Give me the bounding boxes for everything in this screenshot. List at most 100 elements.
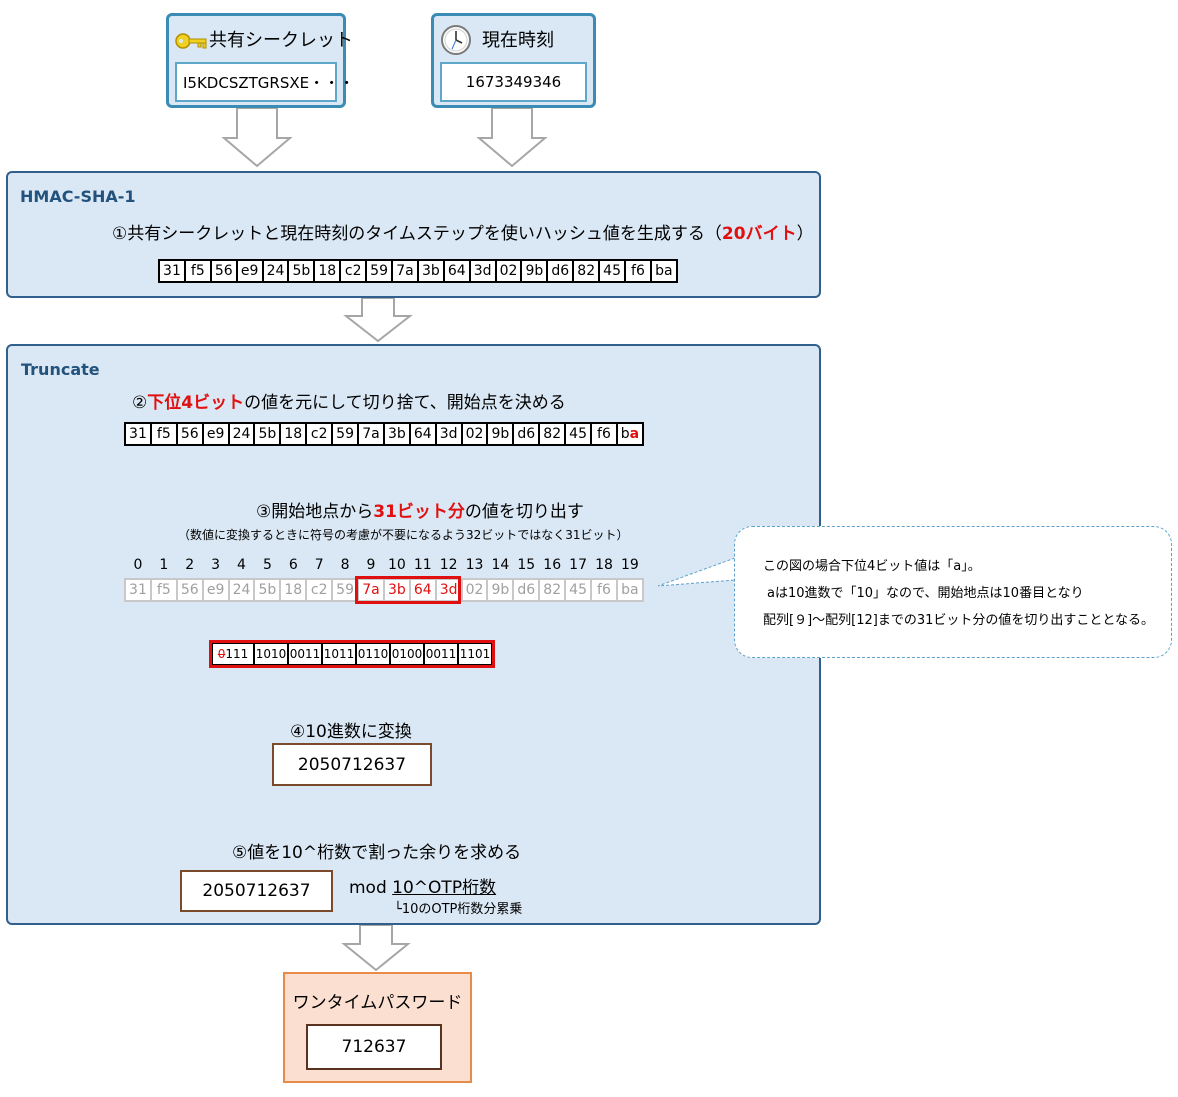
byte-cell: 31	[126, 424, 150, 444]
byte-cell: 5b	[255, 580, 280, 600]
selected-byte-cell: 7a	[359, 580, 383, 600]
byte-cell: 59	[333, 424, 358, 444]
index-label: 9	[366, 557, 376, 573]
byte-cell: c2	[341, 261, 366, 281]
byte-cell: 02	[496, 261, 521, 281]
index-label: 8	[340, 557, 350, 573]
hmac-panel: HMAC-SHA-1 ①共有シークレットと現在時刻のタイムステップを使いハッシュ…	[6, 171, 821, 298]
byte-cell: f6	[592, 580, 616, 600]
selected-byte-cell: 3d	[436, 580, 461, 600]
callout-bubble: この図の場合下位4ビット値は「a」。 aは10進数で「10」なので、開始地点は1…	[734, 526, 1172, 658]
bit-cell: 1010	[255, 644, 287, 664]
byte-cell: e9	[203, 424, 228, 444]
byte-cell: 3d	[436, 424, 461, 444]
byte-cell: 5b	[289, 261, 314, 281]
byte-cell: 7a	[393, 261, 417, 281]
selection-highlight	[355, 576, 461, 604]
step2-text: ②下位4ビットの値を元にして切り捨て、開始点を決める	[132, 393, 566, 413]
mod-value: 2050712637	[180, 870, 333, 912]
byte-cell: 02	[462, 424, 487, 444]
byte-cell: 7a	[359, 424, 383, 444]
index-label: 3	[211, 557, 221, 573]
byte-cell: 45	[566, 580, 591, 600]
current-time-value: 1673349346	[440, 62, 587, 102]
index-label: 2	[185, 557, 195, 573]
index-label: 15	[517, 557, 536, 573]
byte-cell: 59	[333, 580, 358, 600]
index-label: 4	[237, 557, 246, 573]
byte-cell: 18	[281, 580, 306, 600]
byte-cell: 24	[229, 580, 254, 600]
byte-cell: 45	[566, 424, 591, 444]
index-label: 7	[314, 557, 324, 573]
key-icon	[174, 30, 208, 56]
byte-cell: 3b	[384, 424, 409, 444]
byte-cell: 45	[600, 261, 625, 281]
callout-line-1: この図の場合下位4ビット値は「a」。	[763, 559, 981, 574]
byte-cell: 59	[367, 261, 392, 281]
byte-cell: 64	[444, 261, 469, 281]
byte-cell: 3b	[418, 261, 443, 281]
step3-text: ③開始地点から31ビット分の値を切り出す	[256, 502, 584, 522]
byte-cell: 3d	[470, 261, 495, 281]
bit-cell: 1101	[459, 644, 491, 664]
byte-cell: e9	[237, 261, 262, 281]
byte-cell: 24	[263, 261, 288, 281]
struck-bit: 0	[217, 647, 226, 661]
byte-cell: ba	[651, 261, 676, 281]
index-label: 11	[413, 557, 432, 573]
selected-byte-cell: 3b	[384, 580, 409, 600]
byte-cell: 64	[410, 424, 435, 444]
byte-cell: 9b	[488, 580, 513, 600]
index-label: 6	[288, 557, 298, 573]
index-label: 1	[159, 557, 169, 573]
index-row: 0 1 2 3 4 5 6 7 8 9 10 11 12 13 14 15 16…	[126, 557, 642, 573]
byte-cell: 02	[462, 580, 487, 600]
step1-text: ①共有シークレットと現在時刻のタイムステップを使いハッシュ値を生成する（20バイ…	[112, 224, 814, 244]
index-label: 18	[595, 557, 613, 573]
byte-cell: c2	[307, 580, 332, 600]
step2-byte-row: 31 f5 56 e9 24 5b 18 c2 59 7a 3b 64 3d 0…	[124, 422, 644, 446]
byte-cell: 82	[540, 580, 565, 600]
index-label: 5	[262, 557, 272, 573]
byte-cell: 31	[160, 261, 184, 281]
callout-line-3: 配列[９]～配列[12]までの31ビット分の値を切り出すこととなる。	[763, 613, 1154, 628]
byte-cell: 9b	[522, 261, 547, 281]
step4-text: ④10進数に変換	[290, 722, 412, 742]
clock-icon	[440, 24, 472, 60]
otp-value: 712637	[306, 1024, 442, 1070]
byte-cell: 18	[281, 424, 306, 444]
byte-cell: 56	[177, 580, 202, 600]
current-time-box: 現在時刻 1673349346	[431, 13, 596, 108]
byte-cell: d6	[514, 580, 539, 600]
hmac-title: HMAC-SHA-1	[20, 187, 136, 206]
index-label: 10	[387, 557, 406, 573]
byte-cell: f6	[626, 261, 650, 281]
byte-cell: 9b	[488, 424, 513, 444]
shared-secret-title: 共有シークレット	[209, 30, 353, 51]
callout-pointer	[657, 557, 736, 587]
byte-cell: d6	[548, 261, 573, 281]
byte-cell: e9	[203, 580, 228, 600]
otp-title: ワンタイムパスワード	[292, 993, 463, 1013]
decimal-result: 2050712637	[272, 743, 432, 786]
selected-byte-cell: 64	[410, 580, 435, 600]
byte-cell: f5	[185, 261, 210, 281]
bit-cell: 0011	[425, 644, 457, 664]
byte-cell: 82	[574, 261, 599, 281]
byte-cell: d6	[514, 424, 539, 444]
byte-cell: 82	[540, 424, 565, 444]
step3-note: （数値に変換するときに符号の考慮が不要になるよう32ビットではなく31ビット）	[178, 528, 629, 542]
index-label: 19	[620, 557, 639, 573]
mod-note: └10のOTP桁数分累乗	[394, 902, 523, 917]
index-label: 0	[133, 557, 143, 573]
callout-line-2: aは10進数で「10」なので、開始地点は10番目となり	[767, 586, 1084, 601]
index-label: 17	[569, 557, 587, 573]
byte-cell: f5	[151, 424, 176, 444]
index-label: 14	[491, 557, 510, 573]
bit-cell: 0110	[357, 644, 389, 664]
mod-expression: mod 10^OTP桁数	[349, 878, 497, 898]
